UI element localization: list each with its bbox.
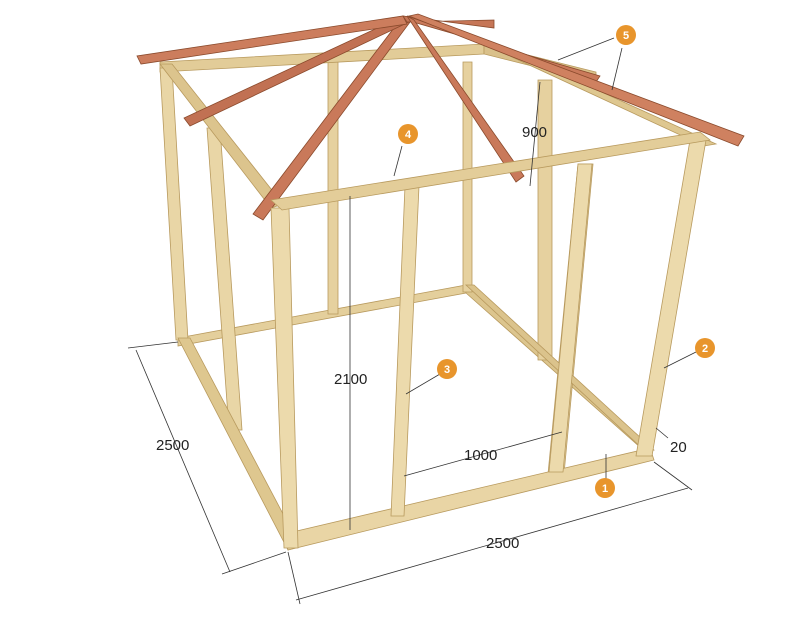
leader-lines [393,37,697,480]
dim-left-ext-bottom [221,551,287,575]
marker-1-badge [595,478,615,498]
dim-height-label: 2100 [334,371,367,388]
marker-1-label: 1 [602,483,608,495]
rafter-back-left [136,15,408,65]
dimension-lines [127,81,693,605]
left-corner-post [159,67,189,341]
rafter-right-long [407,13,745,147]
marker-4-label: 4 [405,129,412,141]
front-left-intermediate-post [390,185,420,517]
leader-3 [405,373,441,395]
leader-2 [663,351,697,369]
dim-left-line [135,349,231,573]
part-markers: 1 2 3 4 5 [398,25,715,498]
dim-front-ext-right [653,461,693,491]
marker-4: 4 [398,124,418,144]
dim-roof-height-label: 900 [522,124,547,141]
dim-spacing-line [403,431,563,477]
dim-front-line [295,487,689,601]
marker-5-label: 5 [623,30,629,42]
rafter-front-right [406,15,525,183]
back-right-inner-post [537,79,553,361]
front-top-beam [270,131,711,211]
leader-4 [393,145,403,177]
dim-roof-line [529,81,541,187]
marker-3-badge [437,359,457,379]
marker-1: 1 [595,478,615,498]
back-left-inner-post [327,59,339,315]
roof-rafters [136,13,745,221]
marker-2-label: 2 [702,343,708,355]
marker-2: 2 [695,338,715,358]
marker-2-badge [695,338,715,358]
marker-5: 5 [616,25,636,45]
front-left-corner-post [270,207,299,549]
front-right-intermediate-post [548,163,593,473]
dim-width-side-label: 2500 [156,437,189,454]
marker-5-badge [616,25,636,45]
marker-4-badge [398,124,418,144]
front-structure [270,131,711,551]
front-right-corner-post [635,139,707,457]
dim-left-ext-top [127,341,179,349]
dim-spacing-label: 1000 [464,447,497,464]
dim-offset-line [655,427,669,439]
dimension-labels: 2500 2500 2100 1000 900 20 [156,124,687,552]
marker-3: 3 [437,359,457,379]
leader-5a [557,37,615,61]
dim-front-ext-left [287,551,301,605]
leader-5b [611,47,623,91]
dim-width-front-label: 2500 [486,535,519,552]
marker-3-label: 3 [444,364,450,376]
dim-offset-label: 20 [670,439,687,456]
